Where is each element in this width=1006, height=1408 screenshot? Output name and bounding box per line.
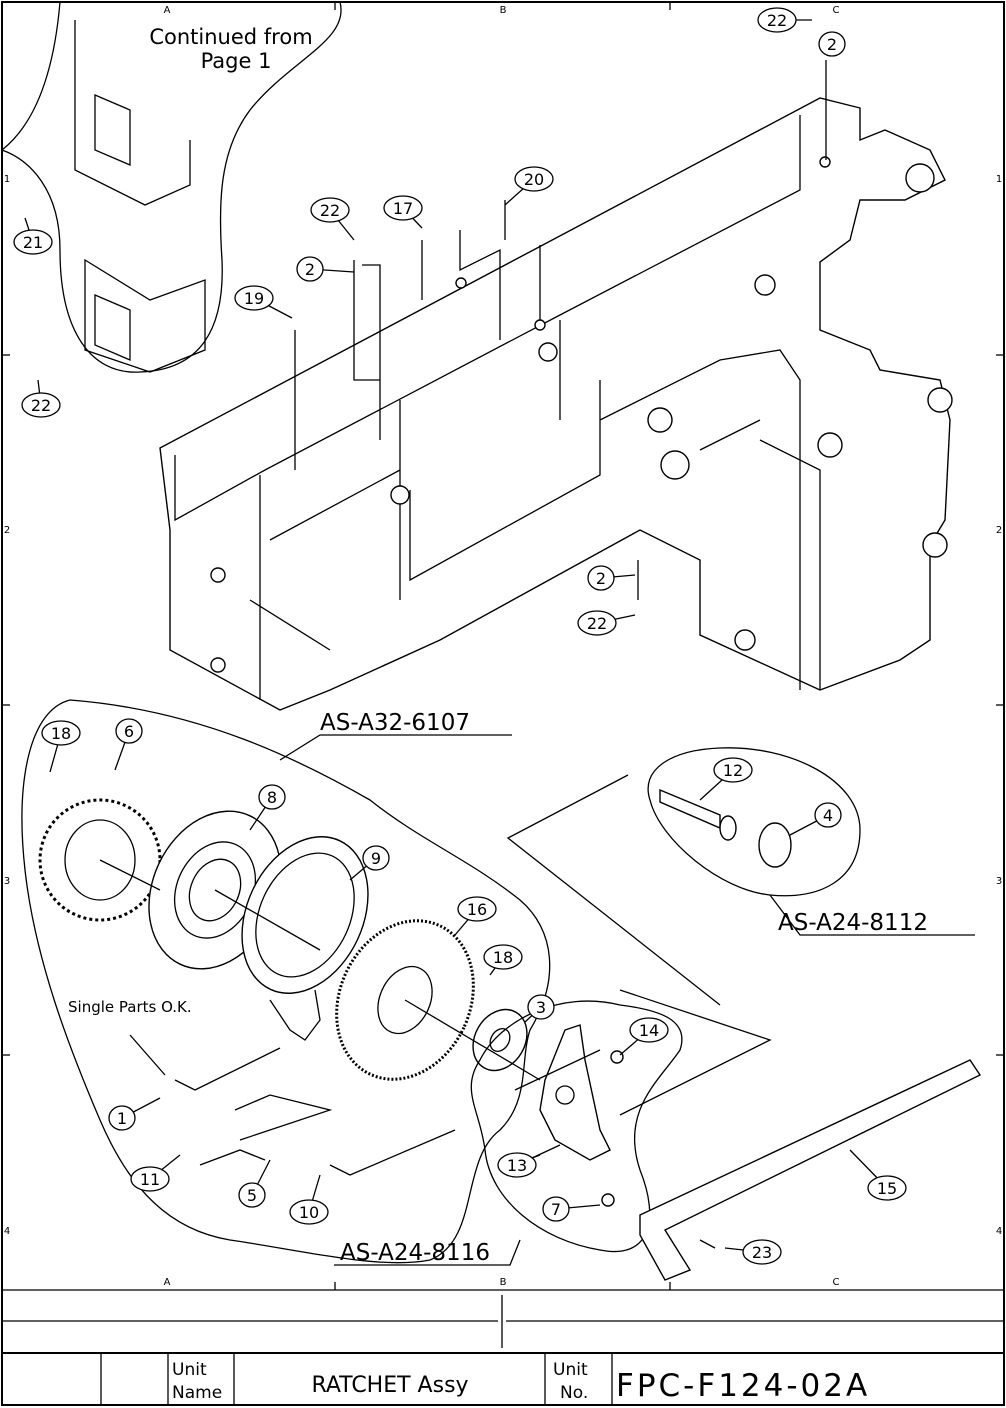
callout-16: 16 — [455, 897, 496, 935]
callout-number: 16 — [467, 900, 487, 919]
callout-number: 22 — [31, 396, 51, 415]
callout-8: 8 — [250, 785, 285, 830]
callout-15: 15 — [850, 1150, 906, 1200]
callout-17: 17 — [384, 196, 422, 228]
continued-note-line1: Continued from — [149, 25, 312, 49]
lever-15 — [640, 1060, 980, 1280]
callout-13: 13 — [498, 1145, 560, 1177]
main-frame-casting — [160, 2, 952, 710]
callout-4: 4 — [790, 803, 841, 835]
callout-number: 20 — [524, 170, 544, 189]
washer-4 — [759, 823, 791, 867]
unit-no-value: FPC-F124-02A — [616, 1368, 870, 1404]
callout-19: 19 — [235, 286, 292, 318]
callout-2: 2 — [588, 566, 635, 590]
unit-name-label-line2: Name — [172, 1383, 222, 1403]
callout-number: 22 — [320, 201, 340, 220]
callout-11: 11 — [131, 1155, 180, 1191]
callout-number: 7 — [551, 1200, 561, 1219]
callout-number: 18 — [51, 724, 71, 743]
assembly-label-as-a24-8112: AS-A24-8112 — [778, 910, 928, 936]
grid-row-label: 3 — [996, 876, 1002, 887]
callout-12: 12 — [700, 758, 752, 800]
callout-10: 10 — [290, 1175, 328, 1224]
callout-number: 4 — [823, 806, 833, 825]
shaft-12 — [660, 790, 720, 828]
assembly-as-a24-8112-group: AS-A24-8112 — [508, 748, 975, 1005]
callout-21: 21 — [14, 218, 52, 254]
assembly-label-as-a24-8116: AS-A24-8116 — [340, 1240, 490, 1266]
continued-note-line2: Page 1 — [201, 49, 272, 73]
callout-number: 1 — [117, 1109, 127, 1128]
grid-row-label: 3 — [4, 876, 10, 887]
callout-number: 2 — [827, 35, 837, 54]
bracket-13 — [540, 1025, 610, 1160]
callout-3: 3 — [525, 995, 554, 1022]
callout-2: 2 — [819, 32, 845, 56]
callout-number: 22 — [587, 614, 607, 633]
grid-row-label: 1 — [996, 174, 1002, 185]
callout-number: 10 — [299, 1203, 319, 1222]
callout-number: 12 — [723, 761, 743, 780]
callout-number: 2 — [596, 569, 606, 588]
callout-number: 9 — [371, 849, 381, 868]
callout-number: 13 — [507, 1156, 527, 1175]
callout-number: 11 — [140, 1170, 160, 1189]
grid-column-label: C — [833, 5, 840, 16]
callout-number: 17 — [393, 199, 413, 218]
callout-number: 19 — [244, 289, 264, 308]
callout-number: 2 — [305, 260, 315, 279]
callout-6: 6 — [115, 719, 142, 770]
assembly-as-a32-6107-group: AS-A32-6107 Single Parts O.K. — [22, 700, 550, 1263]
assembly-label-as-a32-6107: AS-A32-6107 — [320, 710, 470, 736]
callout-number: 3 — [536, 998, 546, 1017]
grid-row-label: 2 — [996, 525, 1002, 536]
grid-column-label: C — [833, 1277, 840, 1288]
single-parts-note: Single Parts O.K. — [68, 998, 192, 1016]
callout-5: 5 — [239, 1160, 270, 1207]
callout-22: 22 — [22, 380, 60, 417]
unit-name-value: RATCHET Assy — [311, 1373, 468, 1398]
callout-14: 14 — [620, 1018, 668, 1055]
callout-number: 14 — [639, 1021, 659, 1040]
grid-column-label: A — [164, 5, 171, 16]
unit-no-label-line1: Unit — [553, 1360, 588, 1380]
grid-row-label: 2 — [4, 525, 10, 536]
callout-number: 18 — [493, 948, 513, 967]
callout-number: 15 — [877, 1179, 897, 1198]
callout-7: 7 — [543, 1197, 600, 1221]
callout-18: 18 — [42, 721, 80, 772]
unit-no-label-line2: No. — [560, 1383, 588, 1403]
callout-18: 18 — [484, 945, 522, 975]
callout-number: 23 — [752, 1243, 772, 1262]
grid-column-label: B — [500, 1277, 507, 1288]
callout-2: 2 — [297, 257, 354, 281]
callout-1: 1 — [109, 1098, 160, 1130]
callout-22: 22 — [311, 198, 354, 240]
callout-23: 23 — [725, 1240, 781, 1264]
callout-number: 22 — [767, 11, 787, 30]
grid-column-label: A — [164, 1277, 171, 1288]
callout-number: 5 — [247, 1186, 257, 1205]
unit-name-label-line1: Unit — [172, 1360, 207, 1380]
grid-column-label: B — [500, 5, 507, 16]
callout-number: 21 — [23, 233, 43, 252]
grid-row-label: 4 — [996, 1226, 1002, 1237]
callout-number: 6 — [124, 722, 134, 741]
callout-22: 22 — [578, 611, 635, 635]
callout-20: 20 — [505, 167, 553, 205]
grid-row-label: 4 — [4, 1226, 10, 1237]
callout-number: 8 — [267, 788, 277, 807]
grid-row-label: 1 — [4, 174, 10, 185]
callout-22: 22 — [758, 8, 812, 32]
